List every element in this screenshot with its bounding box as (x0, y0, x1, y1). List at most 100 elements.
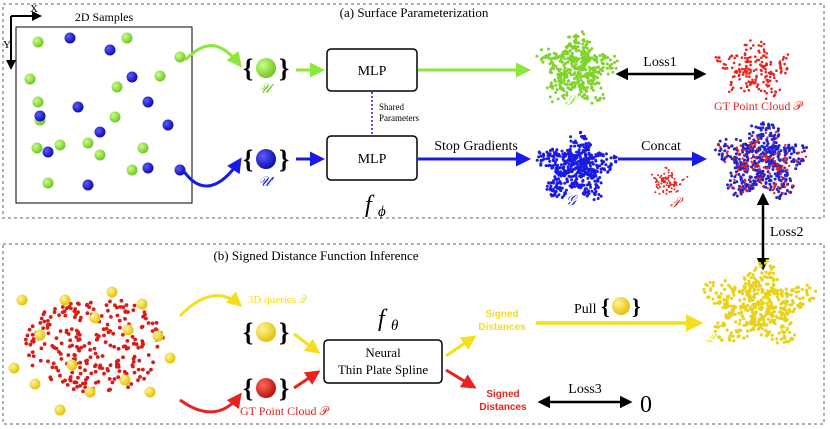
cloud-point (590, 174, 594, 178)
cloud-point (742, 146, 745, 150)
cloud-point (557, 55, 561, 59)
cloud-point (744, 142, 747, 146)
blue-branch-arrow (181, 157, 242, 188)
cloud-point (765, 83, 768, 87)
cloud-point (749, 276, 754, 280)
cloud-point (601, 62, 605, 66)
cloud-point (556, 97, 560, 101)
cloud-point (762, 155, 766, 158)
cloud-point (561, 166, 564, 170)
cloud-point (760, 56, 763, 59)
cloud-point (666, 177, 669, 180)
cloud-point (582, 87, 586, 91)
cloud-point (755, 74, 758, 78)
cloud-point (585, 76, 589, 80)
cloud-point (106, 368, 110, 373)
cloud-point (725, 328, 729, 332)
cloud-point (747, 136, 751, 140)
cloud-point (555, 158, 559, 162)
cloud-point (786, 168, 789, 172)
cloud-point (775, 187, 779, 191)
cloud-point (74, 335, 79, 339)
cloud-point (775, 196, 779, 200)
cloud-point (749, 55, 752, 59)
cloud-point (133, 337, 138, 342)
cloud-point (766, 157, 769, 160)
cloud-point (64, 330, 69, 334)
cloud-point (783, 62, 786, 66)
cloud-point (725, 299, 729, 303)
cloud-point (765, 333, 769, 337)
cloud-point (100, 366, 104, 371)
query-point (136, 298, 148, 310)
cloud-point (583, 188, 587, 192)
cloud-point (778, 178, 782, 182)
cloud-point (665, 184, 668, 187)
cloud-point (753, 159, 757, 163)
cloud-point (741, 185, 745, 188)
cloud-point (557, 166, 561, 170)
cloud-point (564, 188, 568, 192)
cloud-point (82, 344, 87, 348)
cloud-point (563, 169, 566, 172)
sample-dot-green (174, 51, 186, 63)
cloud-point (659, 176, 662, 179)
cloud-point (771, 289, 776, 293)
cloud-p-small (651, 166, 689, 195)
cloud-point (555, 183, 559, 187)
cloud-point (770, 87, 773, 91)
cloud-point (732, 288, 737, 292)
cloud-point (764, 97, 768, 100)
cloud-point (738, 70, 742, 74)
cloud-point (795, 163, 799, 167)
cloud-point (750, 157, 753, 160)
cloud-point (745, 155, 749, 159)
cloud-point (768, 330, 772, 334)
cloud-point (580, 82, 584, 86)
cloud-point (572, 153, 576, 157)
cloud-point (758, 313, 763, 317)
cloud-point (39, 316, 44, 321)
s-label: 𝒮 (565, 94, 580, 109)
cloud-point (756, 327, 761, 331)
cloud-point (555, 88, 559, 92)
svg-text:ϕ: ϕ (378, 204, 386, 220)
cloud-point (560, 186, 564, 190)
cloud-point (609, 156, 613, 160)
cloud-point (581, 136, 585, 140)
cloud-point (792, 160, 796, 164)
cloud-point (762, 166, 766, 169)
cloud-point (658, 192, 661, 195)
cloud-point (556, 186, 560, 190)
cloud-point (777, 331, 781, 335)
cloud-point (570, 62, 574, 65)
cloud-point (565, 91, 569, 95)
cloud-point (726, 294, 730, 299)
cloud-point (579, 174, 583, 178)
cloud-point (771, 188, 775, 192)
cloud-point (563, 82, 567, 86)
cloud-point (787, 143, 791, 147)
cloud-point (757, 49, 760, 53)
cloud-point (675, 190, 678, 193)
cloud-point (597, 193, 601, 196)
mlp-top-label: MLP (358, 64, 387, 79)
cloud-point (116, 346, 121, 351)
cloud-point (732, 61, 736, 65)
cloud-point (597, 151, 601, 155)
cloud-point (30, 363, 35, 368)
cloud-point (582, 169, 586, 173)
cloud-point (564, 191, 568, 195)
cloud-point (545, 86, 549, 90)
cloud-point (756, 83, 760, 86)
cloud-point (721, 306, 725, 310)
cloud-point (547, 47, 550, 51)
sample-dot-blue (82, 179, 94, 191)
cloud-point (580, 60, 583, 64)
cloud-point (592, 198, 596, 202)
cloud-point (776, 152, 779, 155)
cloud-point (126, 310, 130, 314)
cloud-point (717, 152, 721, 156)
cloud-point (773, 160, 777, 163)
cloud-point (703, 290, 707, 294)
